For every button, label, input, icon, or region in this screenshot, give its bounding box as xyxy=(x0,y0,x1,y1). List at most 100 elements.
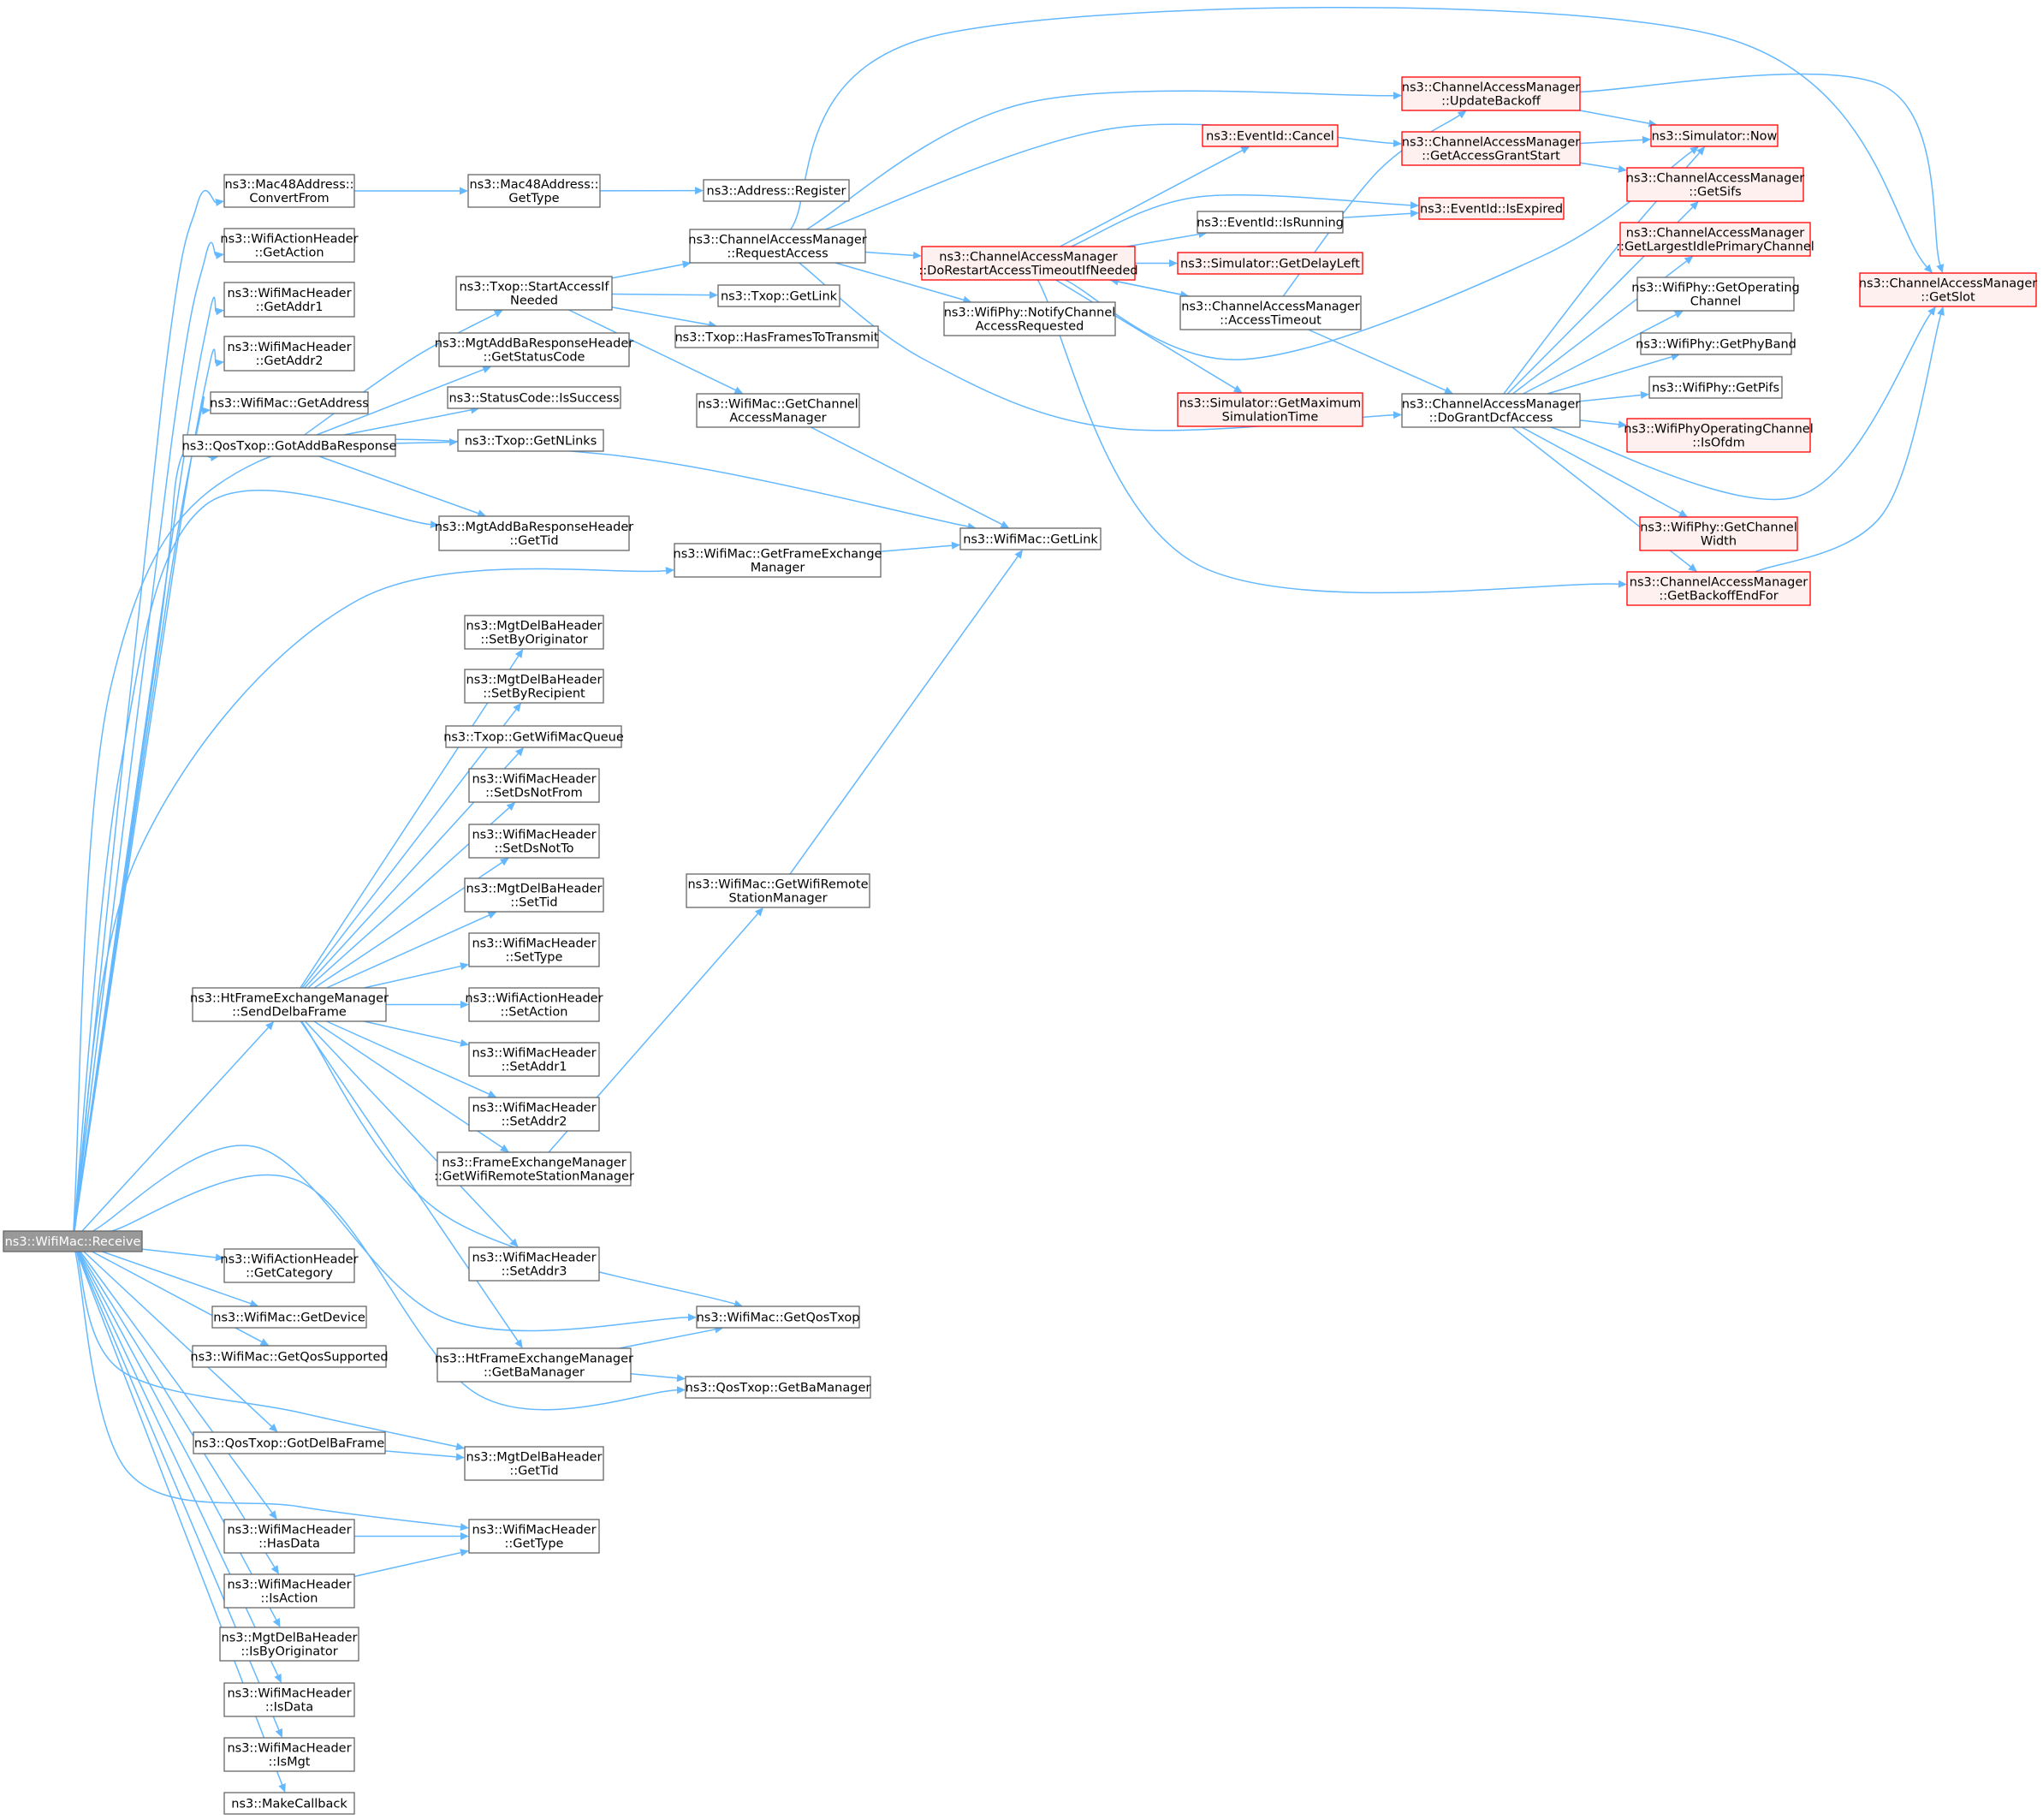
node-wm_getaddress[interactable]: ns3::WifiMac::GetAddress xyxy=(210,391,369,414)
node-root[interactable]: ns3::WifiMac::Receive xyxy=(3,1230,143,1252)
node-qos_gotdelba[interactable]: ns3::QosTxop::GotDelBaFrame xyxy=(193,1431,386,1454)
node-txop_getqueue[interactable]: ns3::Txop::GetWifiMacQueue xyxy=(443,725,624,748)
node-cam_accesstimeout[interactable]: ns3::ChannelAccessManager::AccessTimeout xyxy=(1179,295,1362,330)
node-cam_getaccessgrant[interactable]: ns3::ChannelAccessManager::GetAccessGran… xyxy=(1401,131,1581,166)
node-cam_requestaccess[interactable]: ns3::ChannelAccessManager::RequestAccess xyxy=(688,229,867,264)
node-cam_dorestart[interactable]: ns3::ChannelAccessManager::DoRestartAcce… xyxy=(918,246,1138,281)
node-ev_isexpired[interactable]: ns3::EventId::IsExpired xyxy=(1418,197,1565,220)
node-ev_cancel[interactable]: ns3::EventId::Cancel xyxy=(1202,124,1339,147)
node-wm_getqostxop[interactable]: ns3::WifiMac::GetQosTxop xyxy=(696,1306,860,1329)
edge-root-to-acthdr_getaction xyxy=(73,241,217,1232)
node-txop_getnlinks[interactable]: ns3::Txop::GetNLinks xyxy=(457,429,604,452)
arrowhead-root-to-qos_gotdelba xyxy=(269,1423,278,1432)
arrowhead-cam_requestaccess-to-cam_dorestart xyxy=(912,251,922,259)
node-phy_getphyband[interactable]: ns3::WifiPhy::GetPhyBand xyxy=(1636,332,1797,355)
node-cam_getslot[interactable]: ns3::ChannelAccessManager::GetSlot xyxy=(1859,272,2038,307)
node-box xyxy=(1177,392,1363,427)
node-acthdr_getcat[interactable]: ns3::WifiActionHeader::GetCategory xyxy=(220,1248,359,1283)
node-addr_register[interactable]: ns3::Address::Register xyxy=(703,179,850,202)
node-box xyxy=(1401,76,1581,111)
node-mh_setaddr1[interactable]: ns3::WifiMacHeader::SetAddr1 xyxy=(468,1042,600,1077)
node-delba_isbyorig[interactable]: ns3::MgtDelBaHeader::IsByOriginator xyxy=(219,1627,359,1662)
arrowhead-cam_dorestart-to-cam_getbackoffend xyxy=(1618,580,1627,588)
node-phy_notifycar[interactable]: ns3::WifiPhy::NotifyChannelAccessRequest… xyxy=(943,301,1116,336)
node-mh_hasdata[interactable]: ns3::WifiMacHeader::HasData xyxy=(223,1519,355,1554)
node-qos_getbam[interactable]: ns3::QosTxop::GetBaManager xyxy=(685,1376,871,1399)
node-sim_getdelayleft[interactable]: ns3::Simulator::GetDelayLeft xyxy=(1177,252,1363,275)
node-phy_getpifs[interactable]: ns3::WifiPhy::GetPifs xyxy=(1648,376,1783,399)
node-box xyxy=(464,877,604,913)
arrowhead-root-to-mh_isdata xyxy=(274,1674,282,1683)
node-mh_setaddr2[interactable]: ns3::WifiMacHeader::SetAddr2 xyxy=(468,1097,600,1132)
node-cam_dogrant[interactable]: ns3::ChannelAccessManager::DoGrantDcfAcc… xyxy=(1401,393,1581,428)
node-cam_getsifs[interactable]: ns3::ChannelAccessManager::GetSifs xyxy=(1626,167,1805,202)
node-wm_getrsm[interactable]: ns3::WifiMac::GetWifiRemoteStationManage… xyxy=(686,873,870,908)
node-txop_hasframes[interactable]: ns3::Txop::HasFramesToTransmit xyxy=(674,325,879,348)
node-sim_now[interactable]: ns3::Simulator::Now xyxy=(1650,124,1779,147)
arrowhead-fem_getrsm-to-wm_getrsm xyxy=(754,907,763,917)
edge-cam_dorestart-to-sim_now xyxy=(1065,151,1693,360)
node-status_issuccess[interactable]: ns3::StatusCode::IsSuccess xyxy=(447,386,621,409)
node-mh_settype[interactable]: ns3::WifiMacHeader::SetType xyxy=(468,932,600,967)
node-label: ::IsAction xyxy=(260,1592,318,1606)
node-acthdr_getaction[interactable]: ns3::WifiActionHeader::GetAction xyxy=(220,228,359,263)
node-fem_getrsm[interactable]: ns3::FrameExchangeManager::GetWifiRemote… xyxy=(434,1151,634,1187)
arrowhead-htfem_senddelba-to-mh_settype xyxy=(460,962,469,971)
node-mh_setdsnotfrom[interactable]: ns3::WifiMacHeader::SetDsNotFrom xyxy=(468,768,600,803)
edge-cam_dorestart-to-cam_getbackoffend xyxy=(1036,279,1619,594)
node-mh_getaddr1[interactable]: ns3::WifiMacHeader::GetAddr1 xyxy=(223,282,355,318)
node-qos_gotaddba[interactable]: ns3::QosTxop::GotAddBaResponse xyxy=(182,434,397,457)
node-label: ns3::Mac48Address:: xyxy=(469,178,598,192)
node-mh_getaddr2[interactable]: ns3::WifiMacHeader::GetAddr2 xyxy=(223,336,355,372)
node-mh_isdata[interactable]: ns3::WifiMacHeader::IsData xyxy=(223,1682,355,1717)
node-addbaresp_getstatus[interactable]: ns3::MgtAddBaResponseHeader::GetStatusCo… xyxy=(435,332,634,367)
node-box xyxy=(467,174,601,208)
edge-qos_gotdelba-to-delba_gettid xyxy=(384,1450,457,1458)
node-makecallback[interactable]: ns3::MakeCallback xyxy=(223,1792,355,1815)
node-label: ns3::ChannelAccessManager xyxy=(1402,136,1581,150)
node-delba_gettid[interactable]: ns3::MgtDelBaHeader::GetTid xyxy=(464,1446,604,1481)
node-delba_setbyrec[interactable]: ns3::MgtDelBaHeader::SetByRecipient xyxy=(464,669,604,704)
node-mh_setaddr3[interactable]: ns3::WifiMacHeader::SetAddr3 xyxy=(468,1246,600,1282)
arrowhead-ev_isrunning-to-ev_isexpired xyxy=(1410,209,1419,217)
node-m48gettype[interactable]: ns3::Mac48Address::GetType xyxy=(467,174,601,208)
node-label: ::GetBaManager xyxy=(484,1366,585,1380)
node-addbaresp_gettid[interactable]: ns3::MgtAddBaResponseHeader::GetTid xyxy=(435,515,634,551)
node-htfem_getbam[interactable]: ns3::HtFrameExchangeManager::GetBaManage… xyxy=(435,1347,633,1383)
node-delba_setbyorig[interactable]: ns3::MgtDelBaHeader::SetByOriginator xyxy=(464,615,604,650)
node-mh_ismgt[interactable]: ns3::WifiMacHeader::IsMgt xyxy=(223,1737,355,1772)
node-wm_getqossupp[interactable]: ns3::WifiMac::GetQosSupported xyxy=(190,1345,389,1368)
node-label: ::SetAddr2 xyxy=(502,1115,567,1129)
node-wm_getlink[interactable]: ns3::WifiMac::GetLink xyxy=(959,527,1102,550)
node-acthdr_setaction[interactable]: ns3::WifiActionHeader::SetAction xyxy=(465,987,603,1022)
arrowhead-qos_gotaddba-to-addbaresp_gettid xyxy=(477,509,487,517)
node-opch_isofdm[interactable]: ns3::WifiPhyOperatingChannel::IsOfdm xyxy=(1624,418,1814,453)
edge-cam_dorestart-to-ev_isexpired xyxy=(1071,194,1411,247)
node-htfem_senddelba[interactable]: ns3::HtFrameExchangeManager::SendDelbaFr… xyxy=(190,987,389,1022)
node-wm_getdevice[interactable]: ns3::WifiMac::GetDevice xyxy=(211,1306,367,1329)
node-cam_getlargest[interactable]: ns3::ChannelAccessManager::GetLargestIdl… xyxy=(1616,222,1814,257)
node-mh_isaction[interactable]: ns3::WifiMacHeader::IsAction xyxy=(223,1573,355,1609)
node-label: ns3::WifiMacHeader xyxy=(472,1047,596,1061)
node-txop_getlink[interactable]: ns3::Txop::GetLink xyxy=(717,284,840,307)
node-cam_updatebackoff[interactable]: ns3::ChannelAccessManager::UpdateBackoff xyxy=(1401,76,1581,111)
node-label: ::SetByRecipient xyxy=(483,687,585,701)
node-label: ::GetCategory xyxy=(246,1267,333,1281)
node-delba_settid[interactable]: ns3::MgtDelBaHeader::SetTid xyxy=(464,877,604,913)
node-m48conv[interactable]: ns3::Mac48Address::ConvertFrom xyxy=(223,174,355,208)
node-mh_gettype[interactable]: ns3::WifiMacHeader::GetType xyxy=(468,1519,600,1554)
node-cam_getbackoffend[interactable]: ns3::ChannelAccessManager::GetBackoffEnd… xyxy=(1626,571,1811,606)
node-label: ns3::WifiPhy::GetPhyBand xyxy=(1636,338,1797,352)
node-ev_isrunning[interactable]: ns3::EventId::IsRunning xyxy=(1197,211,1344,234)
arrowhead-htfem_senddelba-to-txop_getqueue xyxy=(515,747,525,757)
node-label: ns3::ChannelAccessManager xyxy=(1626,172,1805,186)
node-label: ::IsByOriginator xyxy=(241,1645,337,1659)
node-mh_setdsnotto[interactable]: ns3::WifiMacHeader::SetDsNotTo xyxy=(468,824,600,859)
node-label: ns3::WifiActionHeader xyxy=(465,992,603,1006)
